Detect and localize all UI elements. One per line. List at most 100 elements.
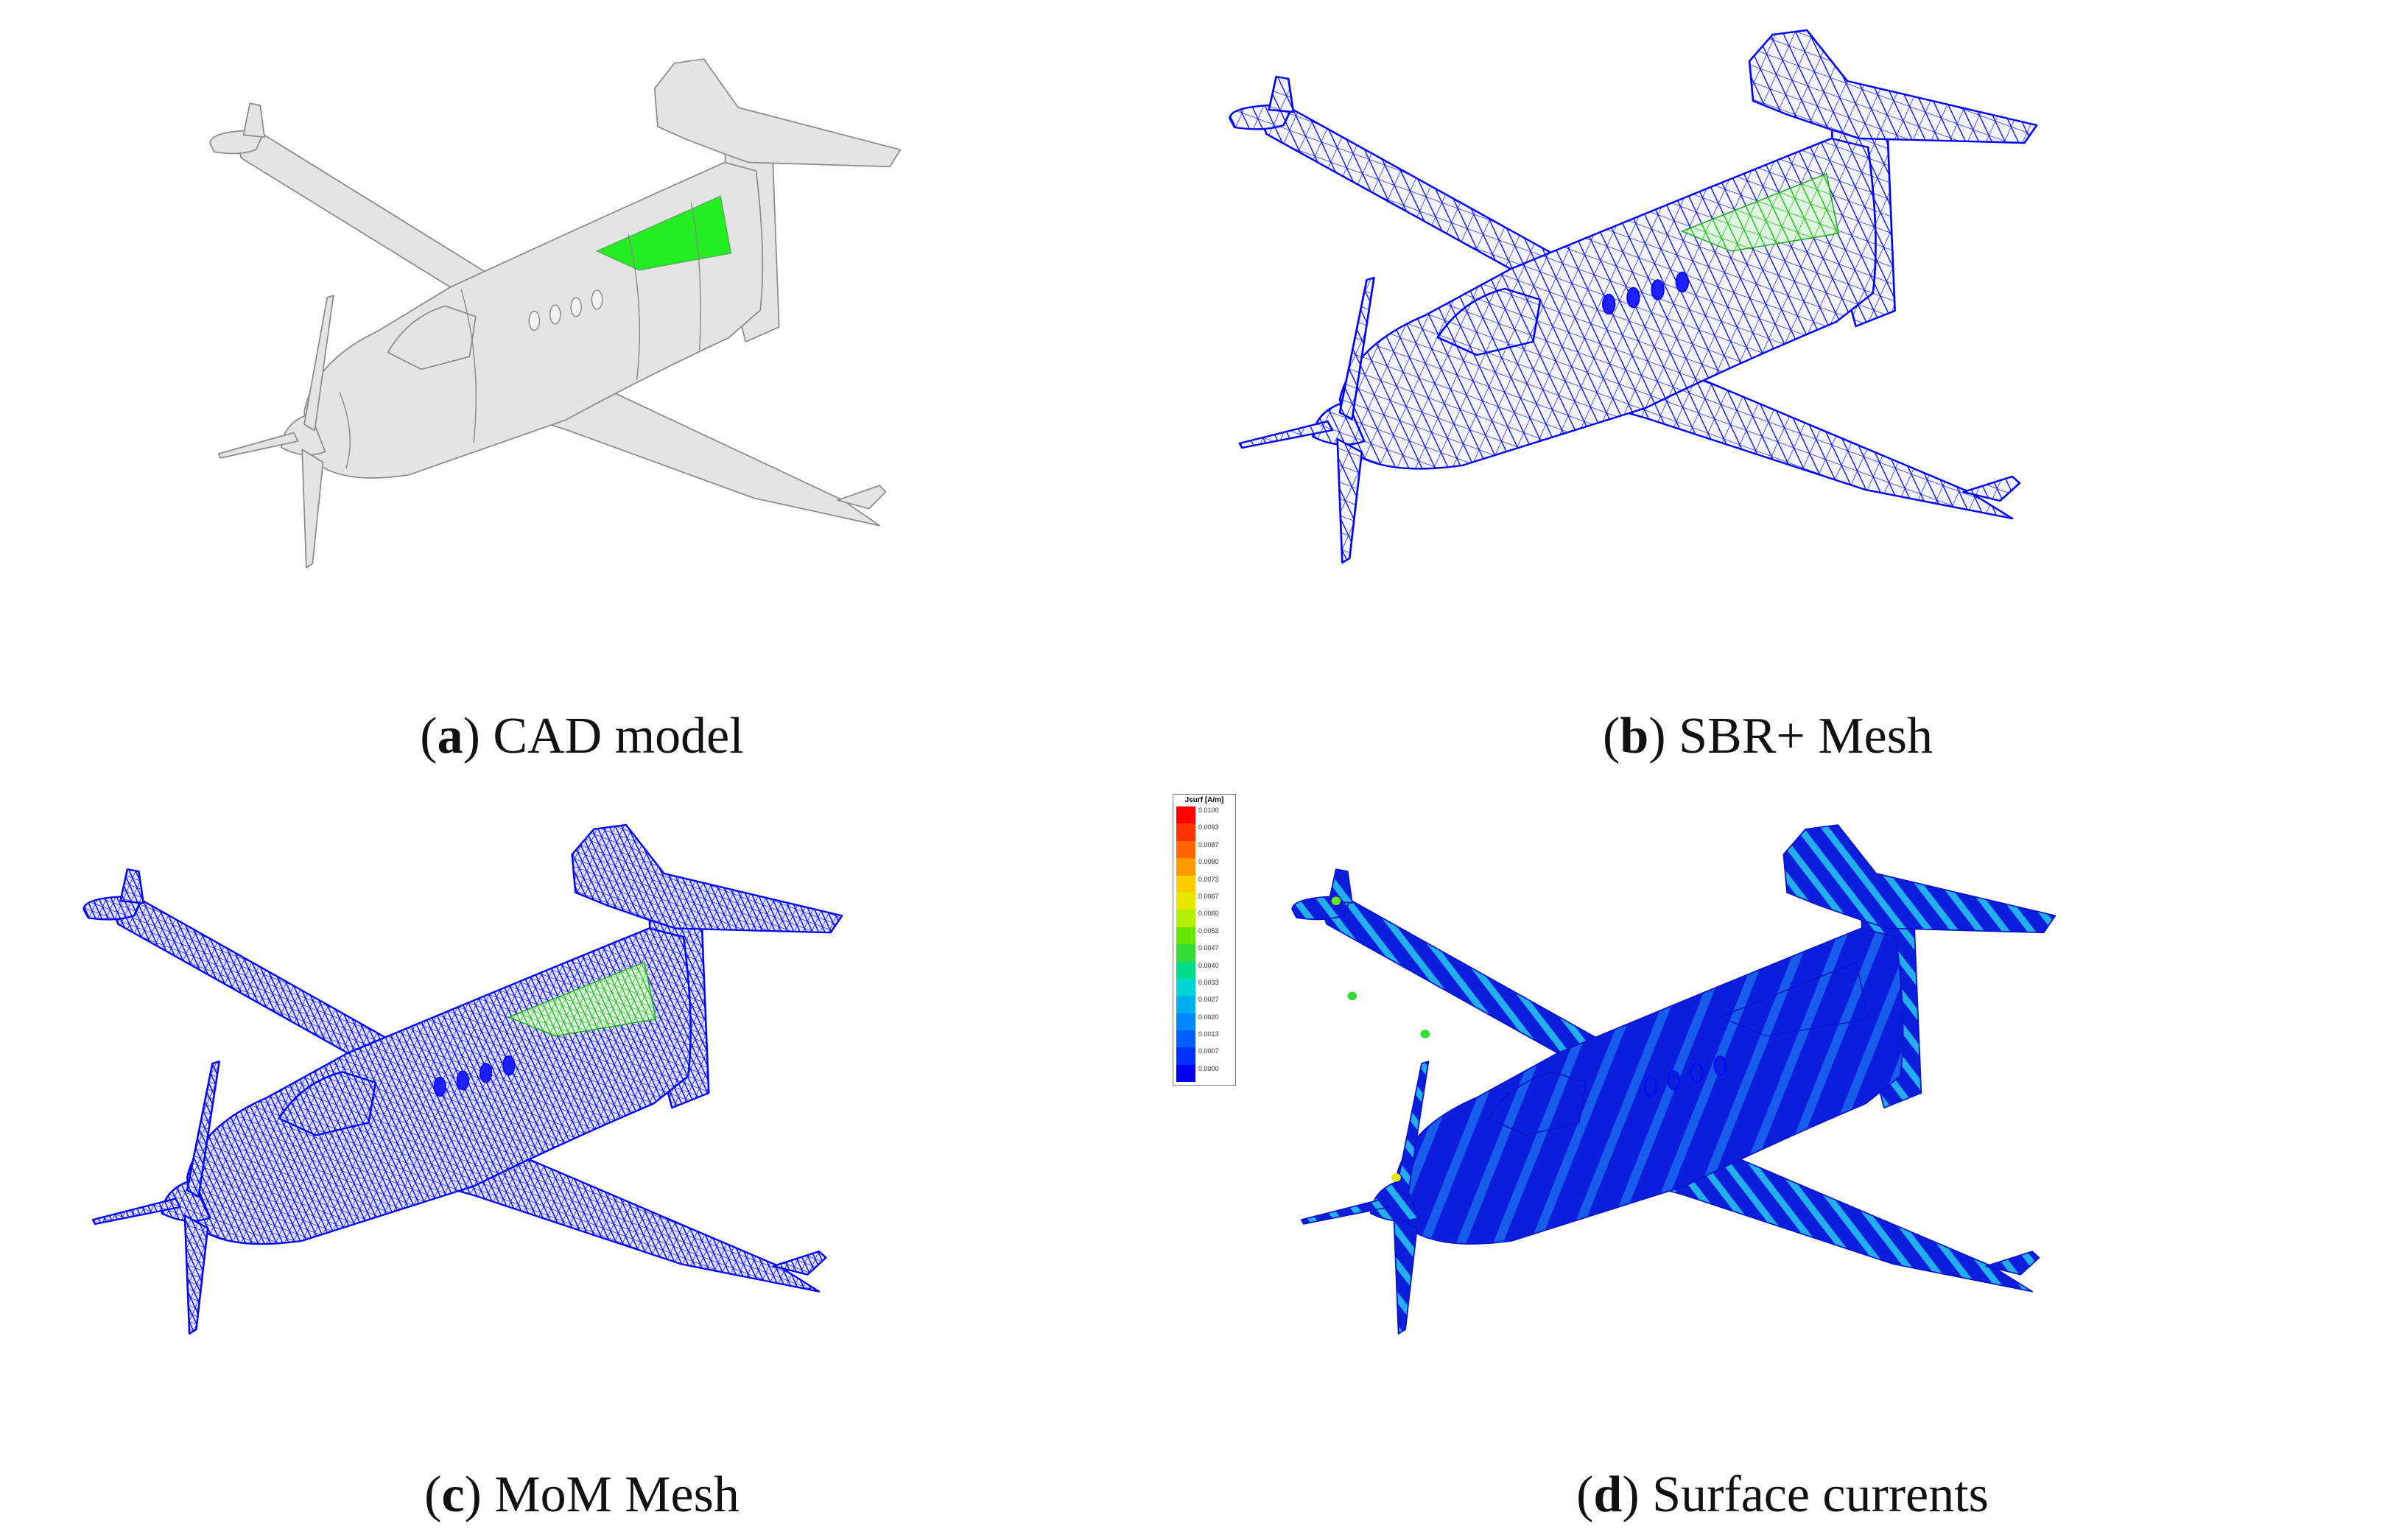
legend-swatch — [1176, 823, 1195, 841]
current-hotspot — [1420, 1030, 1430, 1038]
dorsal-fin-green — [507, 961, 657, 1037]
right-winglet — [837, 485, 887, 510]
cabin-window — [1667, 1070, 1680, 1091]
caption-c-letter: c — [441, 1466, 465, 1523]
caption-d-letter: d — [1593, 1466, 1623, 1523]
legend-swatch — [1176, 1013, 1195, 1031]
legend-swatch — [1176, 1064, 1195, 1083]
cabin-window — [1626, 286, 1640, 309]
left-winglet — [119, 868, 144, 904]
cabin-window — [433, 1076, 446, 1097]
cockpit-canopy — [278, 1071, 377, 1136]
panel-line — [628, 233, 641, 380]
caption-c: (c) MoM Mesh — [424, 1466, 740, 1523]
dorsal-fin-green — [1718, 961, 1869, 1037]
prop-blade-up — [303, 295, 334, 432]
cabin-window — [480, 1063, 493, 1083]
legend-swatch — [1176, 892, 1195, 910]
legend-value: 0.0060 — [1198, 910, 1219, 918]
legend-value: 0.0073 — [1198, 875, 1219, 883]
horizontal-tail — [653, 58, 902, 168]
legend-swatch — [1176, 858, 1195, 876]
surface-currents-airplane — [1291, 824, 2056, 1335]
panel-line — [690, 202, 701, 351]
legend-row: 0.0013 — [1176, 1030, 1234, 1048]
legend-swatch — [1176, 927, 1195, 945]
legend-row: 0.0073 — [1176, 875, 1234, 893]
cabin-window — [1644, 1076, 1657, 1097]
prop-blade-down — [301, 449, 324, 569]
dorsal-fin-green — [595, 195, 732, 271]
cabin-window — [456, 1070, 469, 1091]
legend-swatch — [1176, 910, 1195, 927]
current-hotspot — [1331, 896, 1341, 905]
caption-b: (b) SBR+ Mesh — [1603, 708, 1933, 764]
legend-swatch — [1176, 1030, 1195, 1048]
legend-value: 0.0033 — [1198, 978, 1219, 986]
legend-row: 0.0000 — [1176, 1064, 1234, 1083]
prop-blade-left — [91, 1198, 181, 1226]
legend-row: 0.0100 — [1176, 806, 1234, 824]
legend-swatch — [1176, 961, 1195, 979]
cabin-window — [1651, 279, 1665, 300]
legend-row: 0.0027 — [1176, 996, 1234, 1013]
cad-model-airplane — [209, 58, 902, 569]
mom-mesh-airplane — [82, 823, 843, 1335]
legend-value: 0.0027 — [1198, 996, 1219, 1004]
legend-row: 0.0060 — [1176, 910, 1234, 927]
left-tip-pod — [82, 896, 142, 921]
legend-value: 0.0067 — [1198, 892, 1219, 900]
legend-swatch — [1176, 996, 1195, 1013]
caption-b-text: SBR+ Mesh — [1679, 708, 1933, 764]
right-winglet — [1962, 475, 2021, 502]
right-winglet — [1985, 1251, 2040, 1276]
horizontal-tail — [571, 823, 843, 934]
legend-row: 0.0053 — [1176, 927, 1234, 945]
legend-value: 0.0000 — [1198, 1064, 1219, 1072]
legend-value: 0.0007 — [1198, 1047, 1219, 1055]
panel-b-sbr-mesh — [1156, 15, 2379, 678]
dorsal-fin-green — [1680, 172, 1840, 252]
panel-a-cad-model — [147, 44, 1193, 678]
cabin-window — [528, 310, 541, 331]
legend-value: 0.0053 — [1198, 927, 1219, 935]
legend-title: Jsurf [A/m] — [1184, 796, 1224, 804]
caption-a: (a) CAD model — [420, 708, 744, 764]
right-winglet — [772, 1250, 827, 1276]
horizontal-tail — [1782, 824, 2056, 934]
prop-blade-down — [1393, 1214, 1418, 1335]
cabin-window — [1675, 271, 1689, 293]
legend-row: 0.0067 — [1176, 892, 1234, 910]
prop-blade-left — [217, 432, 299, 459]
legend-swatch — [1176, 1047, 1195, 1065]
cabin-window — [570, 297, 583, 317]
legend-swatch — [1176, 978, 1195, 996]
legend-value: 0.0040 — [1198, 961, 1219, 969]
cockpit-canopy — [1436, 287, 1542, 356]
horizontal-tail — [1748, 29, 2038, 144]
caption-b-letter: b — [1620, 708, 1649, 764]
current-hotspot — [1391, 1173, 1401, 1182]
legend-swatch — [1176, 944, 1195, 962]
legend-row: 0.0093 — [1176, 823, 1234, 841]
left-winglet — [1328, 868, 1353, 904]
cabin-window — [549, 304, 561, 325]
prop-blade-down — [1336, 437, 1363, 564]
legend-swatch — [1176, 840, 1195, 859]
panel-d-surface-currents — [1223, 810, 2379, 1444]
legend-value: 0.0093 — [1198, 823, 1219, 831]
sbr-mesh-airplane — [1229, 29, 2038, 564]
legend-value: 0.0100 — [1198, 806, 1219, 814]
cockpit-canopy — [1488, 1071, 1587, 1136]
panel-c-mom-mesh — [15, 810, 1164, 1444]
legend-value: 0.0020 — [1198, 1013, 1219, 1021]
left-tip-pod — [209, 130, 264, 155]
cabin-window — [1713, 1055, 1727, 1076]
prop-blade-down — [183, 1214, 209, 1335]
prop-blade-up — [186, 1060, 220, 1198]
legend-row: 0.0020 — [1176, 1013, 1234, 1031]
legend-value: 0.0080 — [1198, 858, 1219, 866]
prop-blade-up — [1338, 276, 1375, 421]
